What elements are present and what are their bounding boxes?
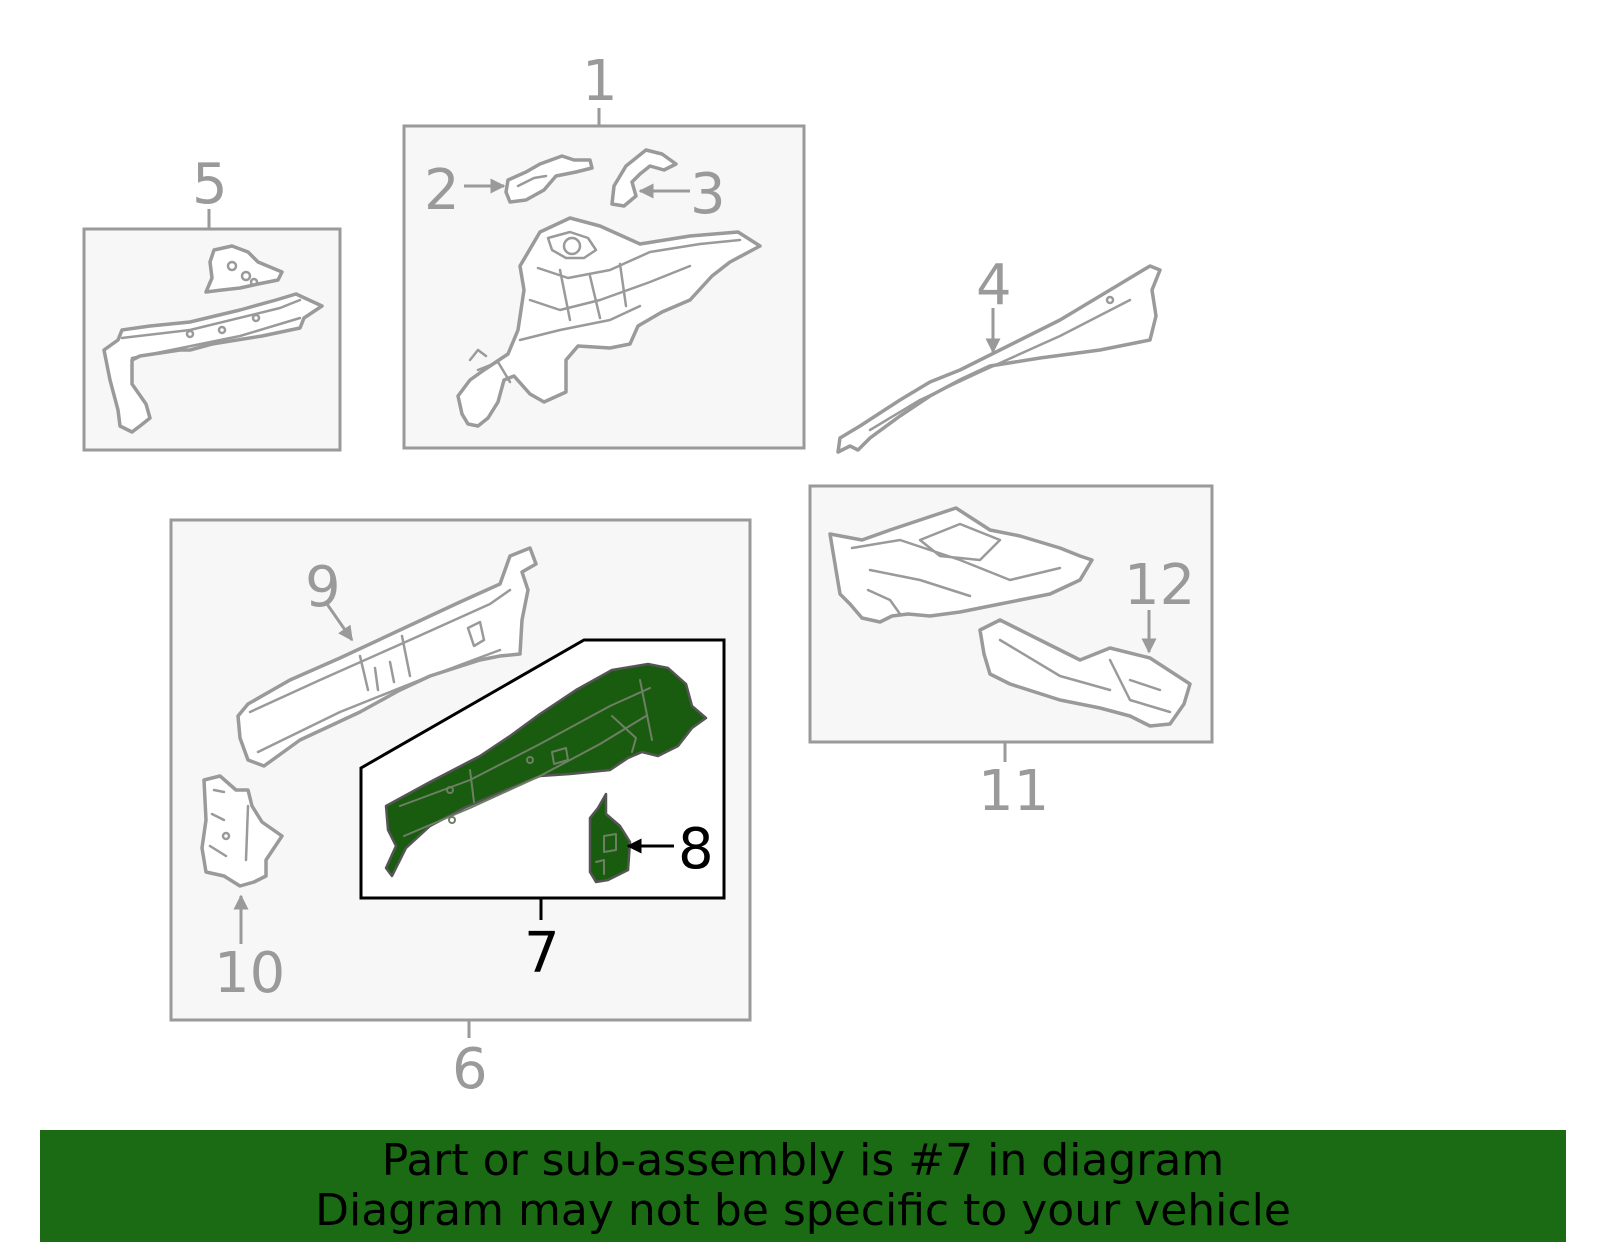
banner-line-1: Part or sub-assembly is #7 in diagram <box>381 1135 1225 1186</box>
callout-1: 1 <box>582 49 618 114</box>
callout-2: 2 <box>424 158 460 223</box>
group-6-box <box>169 518 752 1038</box>
callout-12: 12 <box>1124 553 1195 618</box>
part-10-bracket[interactable] <box>200 774 284 888</box>
part-2-bracket[interactable] <box>504 154 594 204</box>
part-3-bracket[interactable] <box>610 148 678 208</box>
callout-6: 6 <box>452 1037 488 1102</box>
part-7-rail-highlighted[interactable] <box>384 662 708 878</box>
group-7-box <box>359 638 726 920</box>
group-11-box <box>808 484 1214 762</box>
group-5-box <box>82 209 342 452</box>
callout-9: 9 <box>305 555 341 620</box>
callout-4: 4 <box>976 253 1012 318</box>
callout-8: 8 <box>678 817 714 882</box>
callout-3: 3 <box>690 162 726 227</box>
part-1-main-assembly[interactable] <box>456 216 762 428</box>
callout-5: 5 <box>192 152 228 217</box>
part-11-floor-assembly[interactable] <box>828 506 1094 624</box>
part-9-rail[interactable] <box>236 546 538 768</box>
callout-7: 7 <box>524 921 560 986</box>
group-1-box <box>402 108 806 450</box>
callout-11: 11 <box>978 759 1049 824</box>
part-4-rail[interactable] <box>836 264 1162 454</box>
info-banner: Part or sub-assembly is #7 in diagram Di… <box>40 1130 1566 1242</box>
part-12-bracket[interactable] <box>978 618 1192 728</box>
banner-line-2: Diagram may not be specific to your vehi… <box>315 1185 1291 1236</box>
callout-10: 10 <box>214 941 285 1006</box>
part-5-bracket[interactable] <box>102 244 324 434</box>
